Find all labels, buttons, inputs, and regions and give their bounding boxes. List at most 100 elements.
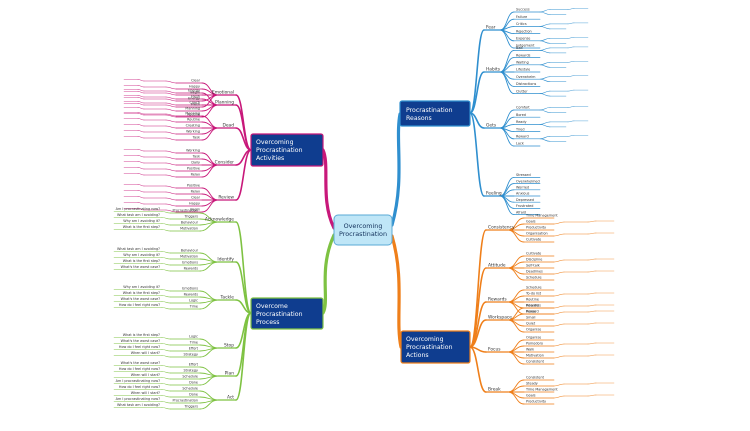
branch-line — [539, 78, 551, 82]
branch-label: Am I procrastinating now? — [116, 207, 161, 211]
branch-label: Overwhelm — [516, 75, 536, 79]
branch-line — [161, 307, 171, 310]
branch-line — [539, 50, 551, 54]
branch-label: Stop — [224, 343, 234, 349]
branch-line — [161, 355, 171, 358]
branch-line — [567, 89, 575, 92]
branch-line — [137, 103, 145, 106]
branch-line — [199, 396, 219, 401]
branch-label: When will I start? — [131, 351, 160, 355]
branch-line — [165, 86, 177, 90]
branch-label: Motivation — [526, 354, 544, 358]
branch-label: What's the worst case? — [121, 339, 161, 343]
branch-label: Small — [526, 316, 535, 320]
topic-process-line2: Procrastination — [256, 311, 303, 318]
branch-line — [587, 354, 597, 357]
branch-label: Break — [488, 387, 501, 393]
branch-label: Done — [189, 381, 198, 385]
branch-label: Fresh — [191, 103, 200, 107]
branch-line — [567, 46, 575, 49]
branch-line — [137, 124, 145, 127]
branch-label: Productivity — [526, 400, 546, 404]
branch-line — [165, 92, 177, 96]
branch-line — [137, 113, 145, 116]
topic-procrastination-reasons[interactable]: Procrastination Reasons — [399, 100, 471, 127]
branch-line — [161, 401, 171, 404]
center-title-line2: Procrastination — [339, 230, 387, 238]
branch-label: What is the first step? — [123, 225, 160, 229]
branch-line — [235, 261, 252, 314]
branch-line — [199, 347, 219, 358]
branch-line — [235, 221, 252, 314]
topic-activities-line2: Procrastination — [256, 147, 303, 154]
branch-label: Clear — [191, 79, 200, 83]
branch-label: Comfort — [516, 106, 530, 110]
branch-line — [567, 106, 575, 108]
branch-label: Strategy — [183, 353, 198, 357]
branch-line — [199, 399, 219, 410]
branch-label: To-do list — [525, 292, 542, 296]
branch-line — [587, 394, 597, 397]
branch-label: How do I feel right now? — [119, 385, 160, 389]
branch-line — [539, 109, 551, 113]
branch-line — [201, 127, 219, 141]
branch-line — [165, 137, 177, 141]
branch-label: When will I start? — [131, 373, 160, 377]
branch-line — [469, 29, 485, 114]
branch-line — [137, 202, 145, 205]
branch-label: Fresh — [191, 95, 200, 99]
branch-line — [199, 299, 219, 310]
branch-label: Depressed — [516, 198, 534, 202]
branch-line — [553, 271, 565, 275]
topic-overcoming-actions[interactable]: Overcoming Procrastination Actions — [400, 330, 471, 364]
branch-line — [165, 98, 177, 102]
branch-label: Judgement — [515, 44, 535, 48]
branch-line — [587, 322, 597, 325]
branch-label: Consistent — [526, 360, 545, 364]
branch-line — [165, 191, 177, 195]
branch-line — [499, 25, 515, 31]
branch-line — [587, 270, 597, 273]
branch-line — [161, 343, 171, 346]
branch-label: What is the first step? — [123, 333, 160, 337]
branch-line — [165, 162, 177, 166]
branch-line — [165, 114, 177, 118]
branch-line — [539, 121, 551, 125]
branch-line — [165, 80, 177, 84]
branch-line — [199, 296, 219, 301]
branch-line — [137, 89, 145, 92]
branch-line — [469, 346, 487, 393]
connector-lines — [113, 8, 615, 410]
branch-line — [161, 229, 171, 232]
branch-label: Creating — [186, 124, 200, 128]
branch-line — [201, 94, 219, 108]
topic-overcome-process[interactable]: Overcome Procrastination Process — [250, 297, 324, 330]
topic-overcoming-activities[interactable]: Overcoming Procrastination Activities — [250, 133, 324, 167]
branch-label: What task am I avoiding? — [117, 403, 160, 407]
branch-line — [235, 312, 252, 401]
branch-label: Emotional — [212, 90, 234, 96]
branch-line — [539, 90, 551, 94]
branch-label: Happy — [189, 85, 200, 89]
branch-label: Task — [192, 155, 200, 159]
branch-label: What task am I avoiding? — [117, 247, 160, 251]
branch-line — [161, 251, 171, 254]
branch-label: Motivation — [180, 227, 198, 231]
branch-label: Am I procrastinating now? — [116, 379, 161, 383]
branch-label: Triggers — [184, 215, 199, 219]
branch-line — [539, 138, 551, 142]
branch-label: Reward — [526, 310, 539, 314]
center-node[interactable]: Overcoming Procrastination — [333, 214, 393, 246]
branch-label: Motivation — [180, 255, 198, 259]
branch-line — [235, 299, 252, 314]
branch-label: What is the first step? — [123, 259, 160, 263]
branch-line — [539, 11, 551, 15]
branch-label: Attitude — [488, 263, 506, 269]
branch-label: Happy — [189, 202, 200, 206]
branch-line — [165, 131, 177, 135]
branch-line — [587, 310, 597, 313]
branch-line — [199, 221, 219, 232]
branch-label: Begin — [190, 91, 200, 95]
branch-line — [137, 155, 145, 158]
branch-label: Frustrated — [516, 204, 533, 208]
